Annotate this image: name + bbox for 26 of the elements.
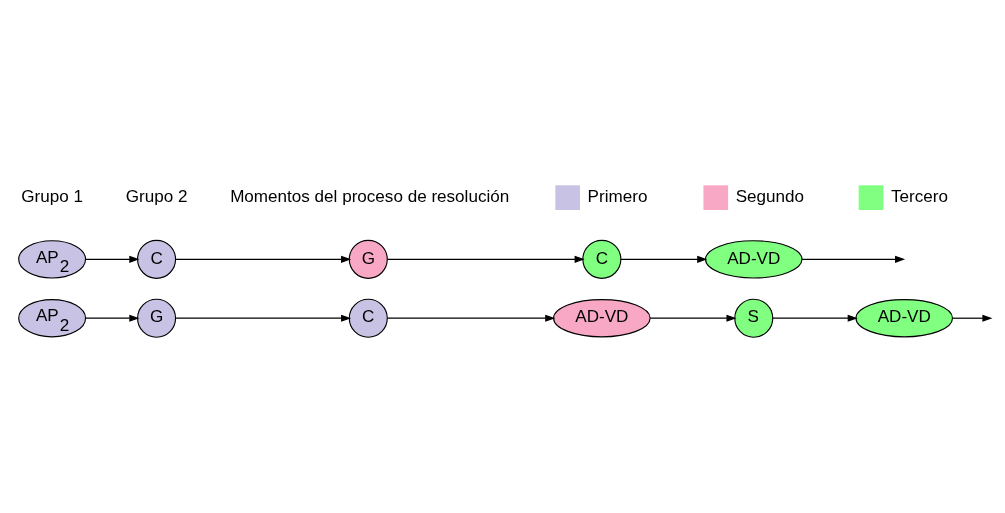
label: Grupo 2	[125, 186, 188, 206]
node-ellipse: AD-VD	[855, 299, 954, 338]
node-circle: G	[348, 239, 388, 279]
legend-label: Segundo	[735, 186, 805, 206]
node-circle: C	[582, 239, 622, 279]
arrow	[772, 314, 858, 322]
node-ellipse: AD-VD	[553, 299, 651, 338]
node-circle: S	[734, 298, 774, 338]
arrow	[952, 314, 993, 322]
legend-label: Tercero	[890, 186, 948, 206]
node-circle: G	[137, 298, 177, 338]
arrow	[85, 314, 140, 322]
arrow	[85, 255, 140, 263]
label: Grupo 1	[21, 186, 83, 206]
arrow	[386, 255, 585, 263]
arrow	[175, 314, 352, 322]
label: Momentos del proceso de resolución	[230, 186, 510, 206]
arrow	[386, 314, 556, 322]
node-circle: C	[137, 239, 177, 279]
legend-label: Primero	[587, 186, 648, 206]
arrow	[620, 255, 708, 263]
arrow	[801, 255, 906, 263]
arrow	[175, 255, 352, 263]
node-ellipse: AD-VD	[704, 240, 803, 279]
arrow	[649, 314, 737, 322]
node-circle: C	[348, 298, 388, 338]
